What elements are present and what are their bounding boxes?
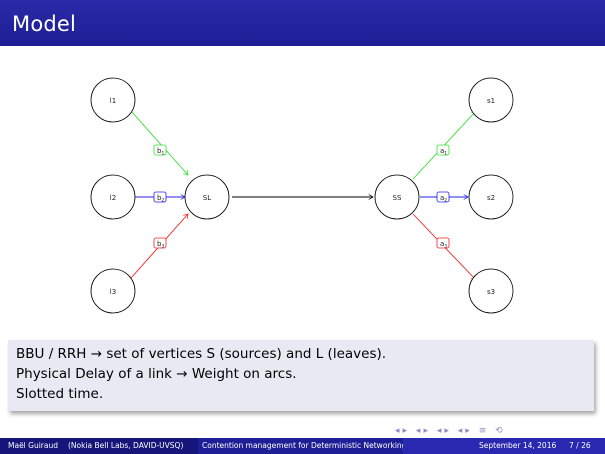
- footer-page: 7 / 26: [569, 441, 591, 450]
- edge-label-a1-sub: 1: [444, 151, 447, 157]
- node-l2: l2: [90, 174, 136, 220]
- edge-label-a3: a3: [436, 237, 450, 250]
- footer-date: September 14, 2016: [479, 441, 557, 450]
- node-ss: SS: [374, 174, 420, 220]
- edge-label-b1: b1: [153, 144, 167, 157]
- block-line-3: Slotted time.: [16, 386, 104, 402]
- slide-footer: Maël Guiraud (Nokia Bell Labs, DAVID-UVS…: [0, 438, 605, 454]
- edge-label-b3: b3: [153, 237, 167, 250]
- slide-nav-icon[interactable]: ◂▸: [457, 426, 473, 436]
- edge-label-a2: a2: [436, 191, 450, 204]
- node-l3: l3: [90, 268, 136, 314]
- edge-l1-sl: [130, 110, 188, 175]
- svg-text:b3: b3: [157, 240, 164, 250]
- slide-header: Model: [0, 0, 605, 46]
- node-sl: SL: [184, 174, 230, 220]
- slide-title: Model: [12, 12, 77, 36]
- edge-label-b3-sub: 3: [161, 244, 164, 250]
- node-s3: s3: [468, 268, 514, 314]
- edge-label-b2-sub: 2: [161, 198, 164, 204]
- node-label-l1: l1: [110, 97, 116, 105]
- node-l1: l1: [90, 77, 136, 123]
- align-icon[interactable]: ≡: [478, 426, 490, 436]
- node-label-ss: SS: [393, 194, 402, 202]
- svg-text:b1: b1: [157, 147, 164, 157]
- node-label-s1: s1: [487, 97, 495, 105]
- section-nav-icon[interactable]: ◂▸: [415, 426, 431, 436]
- edge-label-a2-main: a: [440, 194, 444, 202]
- edge-label-a3-main: a: [440, 240, 444, 248]
- edge-label-a1: a1: [436, 144, 450, 157]
- block-line-1: BBU / RRH → set of vertices S (sources) …: [16, 346, 387, 362]
- search-icon[interactable]: ⟲: [495, 426, 506, 436]
- edge-label-b2-main: b: [157, 194, 162, 202]
- subsection-nav-icon[interactable]: ◂▸: [436, 426, 452, 436]
- svg-text:b2: b2: [157, 194, 164, 204]
- footer-affiliation: (Nokia Bell Labs, DAVID-UVSQ): [68, 441, 184, 450]
- edge-label-b2: b2: [153, 191, 167, 204]
- node-label-l2: l2: [110, 194, 116, 202]
- edge-label-b1-sub: 1: [161, 151, 164, 157]
- footer-talk-title: Contention management for Deterministic …: [202, 441, 407, 450]
- node-label-s3: s3: [487, 288, 495, 296]
- node-label-sl: SL: [203, 194, 211, 202]
- node-label-s2: s2: [487, 194, 495, 202]
- beamer-navigation: ◂▸ ◂▸ ◂▸ ◂▸ ≡ ⟲: [395, 426, 506, 436]
- network-diagram: l1 l2 l3 SL SS s1 s2 s3 b1 b2 b3: [90, 77, 514, 314]
- footer-right: September 14, 2016 7 / 26: [403, 438, 605, 454]
- footer-left: Maël Guiraud (Nokia Bell Labs, DAVID-UVS…: [0, 438, 198, 454]
- svg-text:a2: a2: [440, 194, 447, 204]
- block-line-2: Physical Delay of a link → Weight on arc…: [16, 366, 297, 382]
- edge-label-a1-main: a: [440, 147, 444, 155]
- edge-label-b1-main: b: [157, 147, 162, 155]
- info-block: BBU / RRH → set of vertices S (sources) …: [8, 340, 594, 411]
- node-s1: s1: [468, 77, 514, 123]
- svg-text:a1: a1: [440, 147, 447, 157]
- node-label-l3: l3: [110, 288, 116, 296]
- svg-text:a3: a3: [440, 240, 447, 250]
- edge-label-b3-main: b: [157, 240, 162, 248]
- edge-label-a2-sub: 2: [444, 198, 447, 204]
- frame-nav-icon[interactable]: ◂▸: [395, 426, 411, 436]
- footer-author: Maël Guiraud: [8, 441, 58, 450]
- edge-label-a3-sub: 3: [444, 244, 447, 250]
- footer-middle: Contention management for Deterministic …: [198, 438, 407, 454]
- node-s2: s2: [468, 174, 514, 220]
